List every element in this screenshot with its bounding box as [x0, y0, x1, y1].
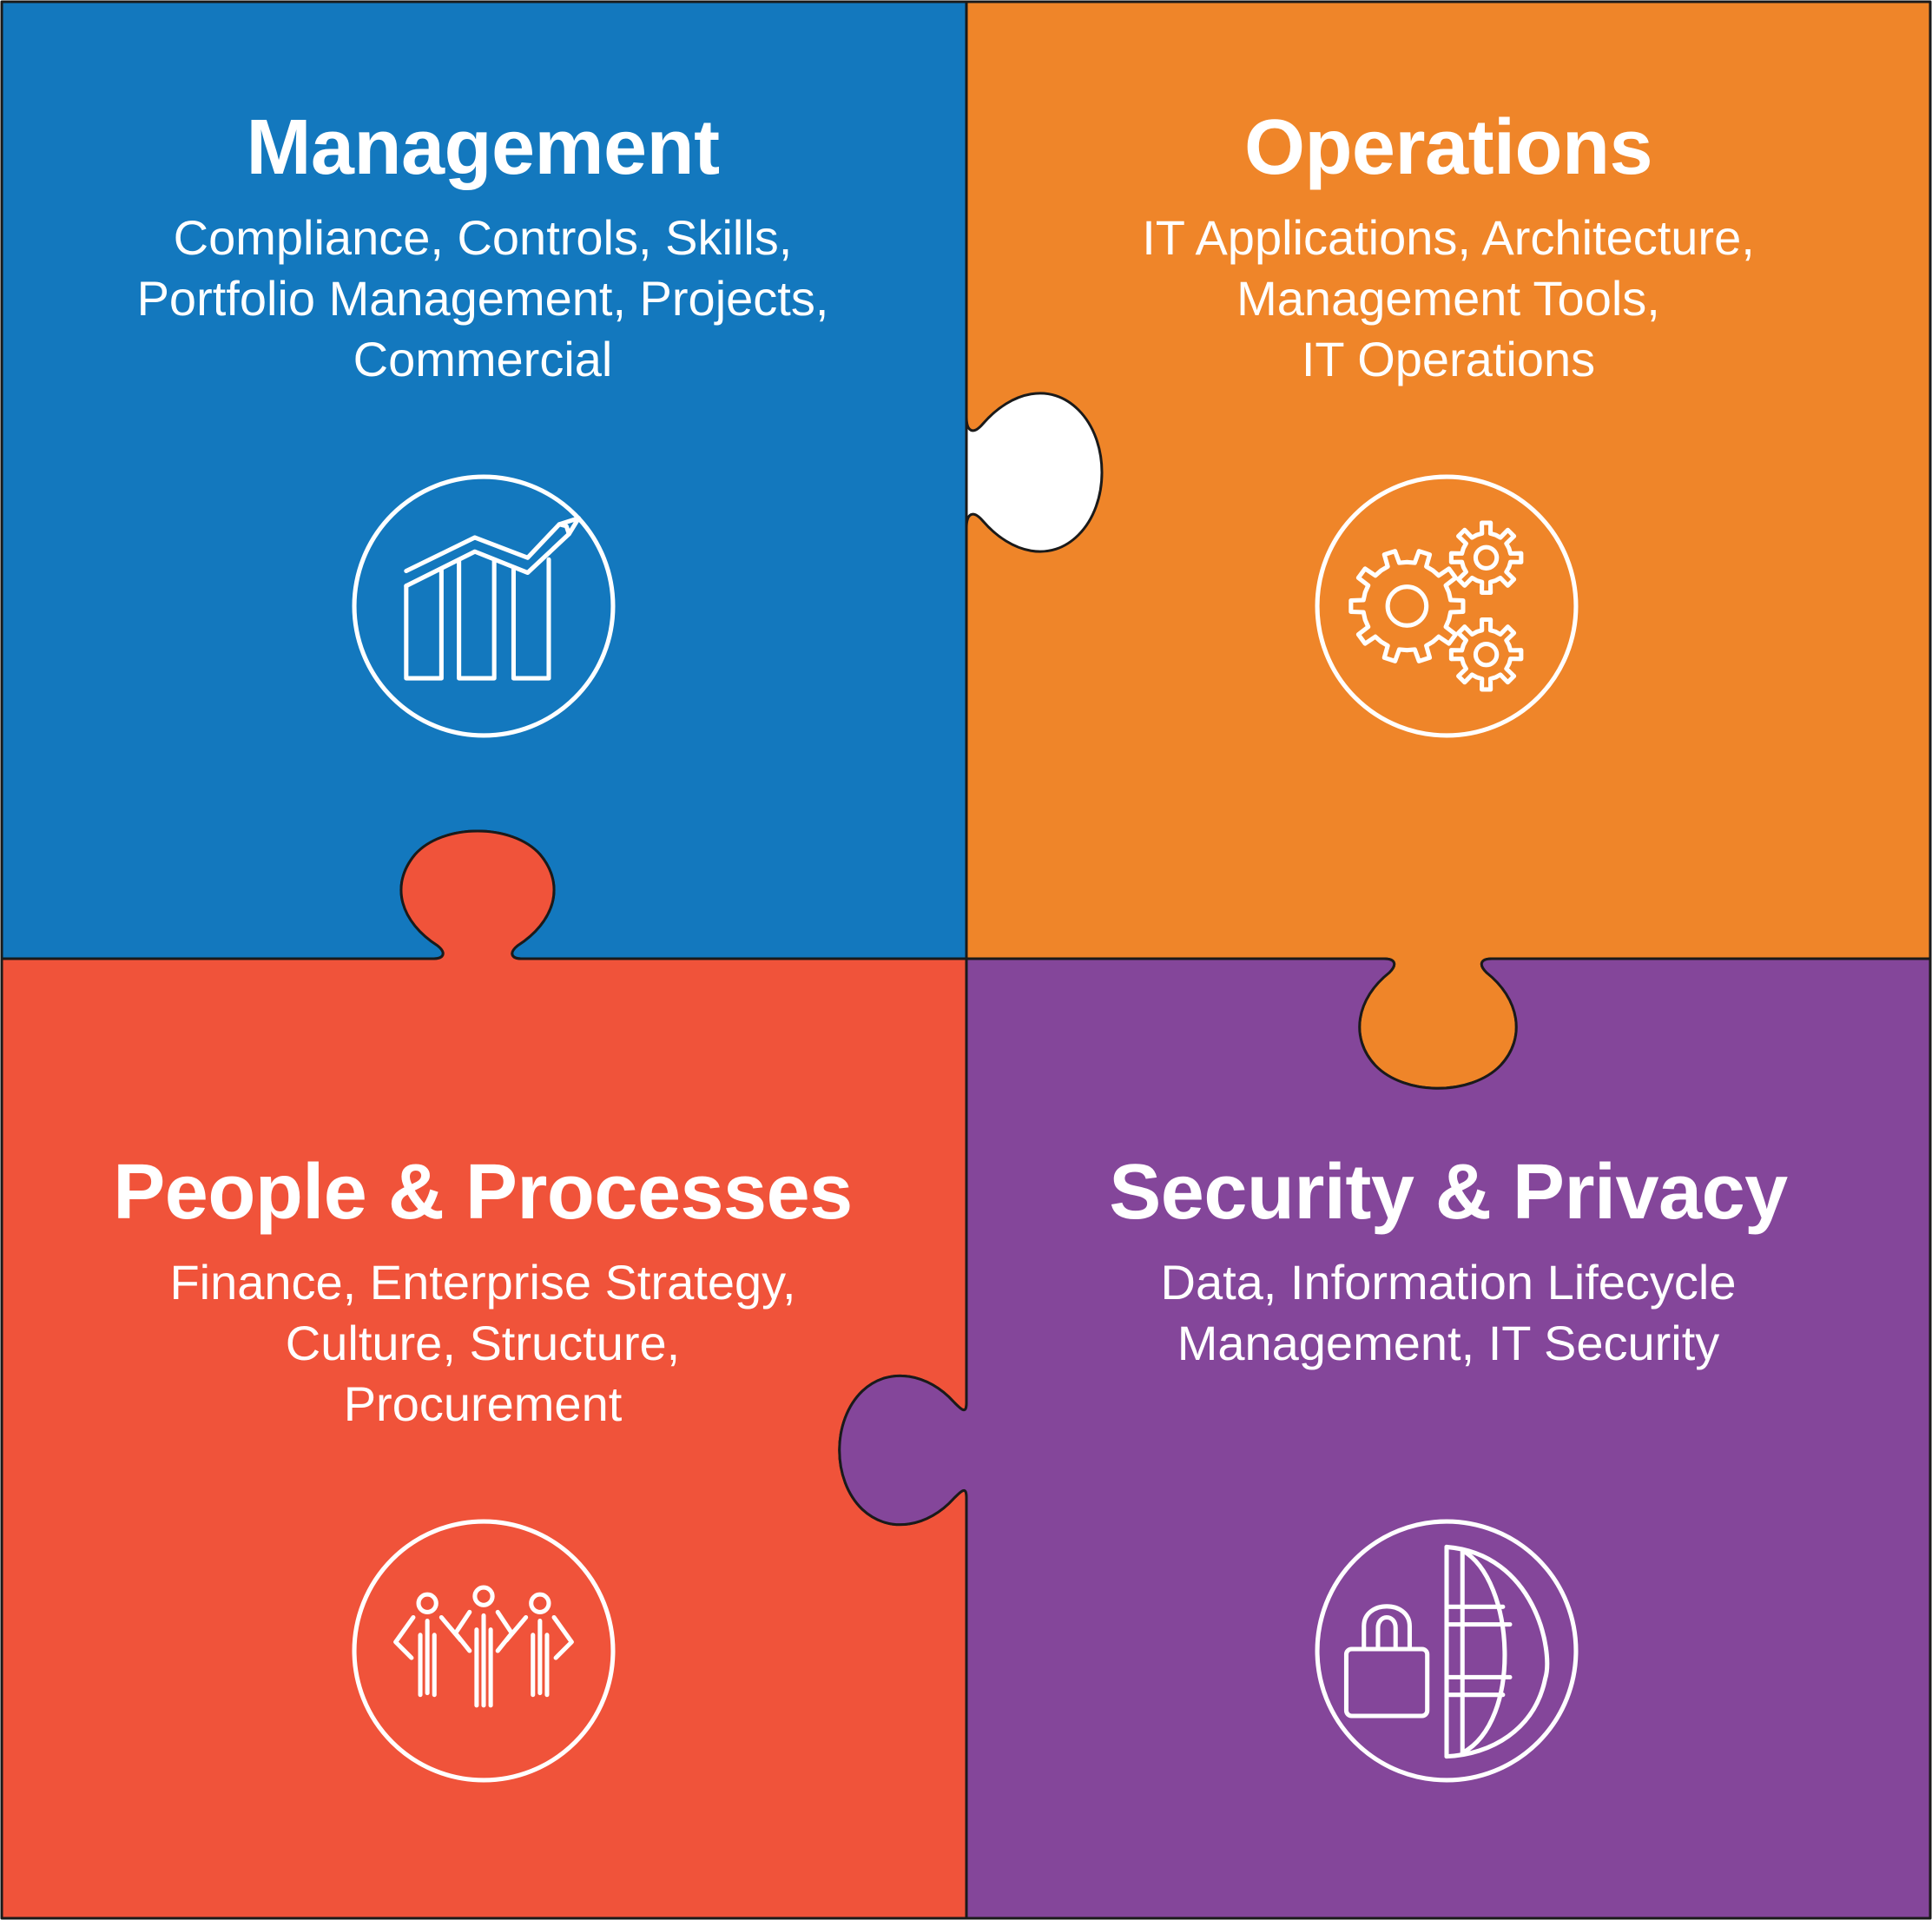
operations-line-1: IT Applications, Architecture,: [1142, 210, 1755, 265]
people-group-icon: [352, 1519, 616, 1783]
management-title: Management: [246, 104, 720, 191]
small-gear-top-shape: [1448, 520, 1524, 596]
security-piece: [838, 957, 1932, 1920]
small-gear-bottom-shape: [1448, 617, 1524, 692]
security-line-1: Data, Information Lifecycle: [1160, 1255, 1737, 1310]
people-line-1: Finance, Enterprise Strategy,: [169, 1255, 796, 1310]
security-text: Security & Privacy Data, Information Lif…: [1014, 1145, 1883, 1374]
people-text: People & Processes Finance, Enterprise S…: [49, 1145, 917, 1435]
people-line-2: Culture, Structure,: [285, 1316, 681, 1370]
people-description: Finance, Enterprise Strategy, Culture, S…: [49, 1252, 917, 1435]
operations-line-3: IT Operations: [1301, 332, 1596, 386]
security-line-2: Management, IT Security: [1177, 1316, 1720, 1370]
security-title: Security & Privacy: [1109, 1149, 1788, 1236]
management-line-2: Portfolio Management, Projects,: [136, 271, 829, 326]
operations-line-2: Management Tools,: [1236, 271, 1660, 326]
lock-globe-icon: [1315, 1519, 1579, 1783]
bar-chart-growth-icon: [352, 474, 616, 738]
operations-description: IT Applications, Architecture, Managemen…: [1014, 208, 1883, 390]
security-description: Data, Information Lifecycle Management, …: [1014, 1252, 1883, 1374]
management-line-1: Compliance, Controls, Skills,: [173, 210, 793, 265]
large-gear-shape: [1348, 549, 1466, 663]
management-description: Compliance, Controls, Skills, Portfolio …: [49, 208, 917, 390]
people-title: People & Processes: [113, 1149, 853, 1236]
operations-text: Operations IT Applications, Architecture…: [1014, 100, 1883, 390]
gears-icon: [1315, 474, 1579, 738]
people-line-3: Procurement: [343, 1376, 623, 1431]
management-text: Management Compliance, Controls, Skills,…: [49, 100, 917, 390]
operations-title: Operations: [1243, 104, 1653, 191]
management-line-3: Commercial: [353, 332, 613, 386]
